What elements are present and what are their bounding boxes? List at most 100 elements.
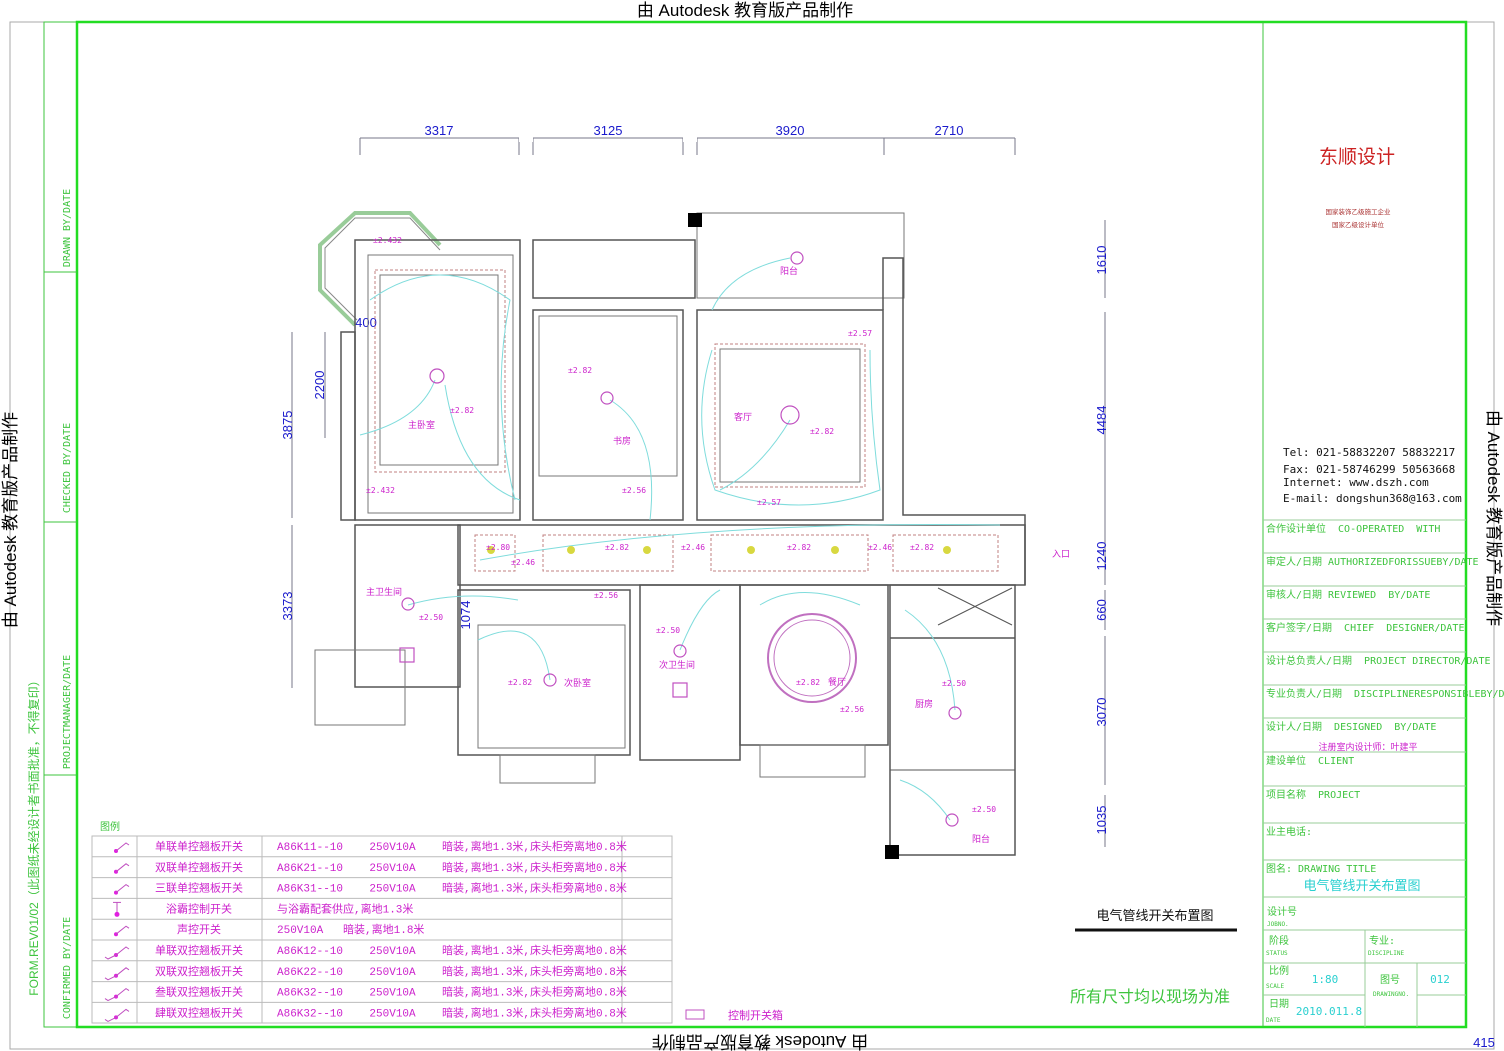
room-balcony-bottom: 阳台 (972, 833, 990, 845)
legend-item-spec: 250V10A 暗装,离地1.8米 (277, 922, 424, 937)
dim-top-4: 2710 (935, 123, 964, 138)
svg-text:±2.82: ±2.82 (450, 406, 474, 415)
watermark-left: 由 Autodesk 教育版产品制作 (1, 412, 20, 628)
dim-right-1: 1610 (1094, 246, 1109, 275)
single-gang-switch-icon (114, 842, 130, 853)
dim-left-3875: 3875 (280, 411, 295, 440)
room-entrance: 入口 (1052, 549, 1070, 560)
bay-window (318, 211, 442, 327)
dim-top-2: 3125 (594, 123, 623, 138)
dim-left-400: 400 (355, 315, 377, 330)
title-block-row-label: 客户签字/日期 CHIEF DESIGNER/DATE (1266, 621, 1464, 634)
top-dimensions: 3317 3125 3920 2710 (359, 123, 1016, 155)
bath-heater-switch-icon (113, 901, 121, 917)
title-block-row-label: 专业负责人/日期 DISCIPLINERESPONSIBLEBY/DATE (1266, 687, 1504, 700)
legend-item-spec: A86K22--10 250V10A 暗装,离地1.3米,床头柜旁离地0.8米 (277, 964, 627, 979)
watermark-right: 由 Autodesk 教育版产品制作 (1484, 410, 1503, 626)
svg-text:DATE: DATE (1266, 1017, 1281, 1024)
double-gang-switch-icon (114, 863, 130, 874)
dim-right-5: 3070 (1094, 698, 1109, 727)
page-number: 415 (1473, 1035, 1495, 1050)
double-gang-2way-switch-icon (104, 967, 130, 981)
scale-value: 1:80 (1312, 973, 1339, 986)
confirmed-by-label: CONFIRMED BY/DATE (62, 917, 73, 1019)
control-box-icon (685, 1009, 705, 1020)
legend-item-name: 双联单控翘板开关 (155, 860, 243, 874)
master-bath-walls (354, 524, 461, 688)
svg-text:国家乙级设计单位: 国家乙级设计单位 (1332, 220, 1385, 229)
title-block-row-label: 合作设计单位 CO-OPERATED WITH (1266, 522, 1440, 535)
drawing-number: 012 (1430, 973, 1450, 986)
svg-text:±2.56: ±2.56 (594, 591, 618, 600)
living-walls (696, 309, 884, 521)
title-block-row-label: 项目名称 PROJECT (1266, 788, 1360, 801)
study-walls (532, 309, 684, 521)
svg-text:专业:: 专业: (1369, 934, 1395, 947)
title-block-row-label: 设计总负责人/日期 PROJECT DIRECTOR/DATE (1266, 654, 1491, 667)
room-living: 客厅 (734, 411, 752, 423)
title-block-row-label: 设计人/日期 DESIGNED BY/DATE (1266, 720, 1436, 733)
svg-text:图号: 图号 (1380, 974, 1400, 986)
copyright-notice: FORM.REV01/02（此图纸未经设计者书面批准，不得复印） (26, 674, 41, 995)
svg-text:±2.50: ±2.50 (656, 626, 680, 635)
balcony-top-walls (696, 212, 905, 299)
svg-text:STATUS: STATUS (1266, 950, 1288, 957)
svg-text:JOBNO.: JOBNO. (1267, 921, 1289, 928)
svg-text:±2.46: ±2.46 (681, 543, 705, 552)
floor-plan (314, 211, 1026, 859)
dining-walls (739, 584, 889, 746)
svg-text:±2.50: ±2.50 (419, 613, 443, 622)
legend-table (91, 835, 673, 1024)
svg-text:±2.80: ±2.80 (486, 543, 510, 552)
svg-text:DISCIPLINE: DISCIPLINE (1368, 950, 1405, 957)
legend-item-name: 浴霸控制开关 (166, 901, 232, 915)
watermark-bottom: 由 Autodesk 教育版产品制作 (652, 1032, 868, 1051)
right-dimensions: 1610 4484 1240 660 3070 1035 (1094, 220, 1109, 847)
legend-item-name: 单联双控翘板开关 (155, 943, 243, 957)
dim-top-3: 3920 (776, 123, 805, 138)
svg-text:±2.82: ±2.82 (796, 678, 820, 687)
dim-left-2200: 2200 (312, 371, 327, 400)
room-master-bath: 主卫生间 (366, 586, 402, 598)
fax: Fax: 021-58746299 50563668 (1283, 463, 1455, 476)
legend-item-name: 单联单控翘板开关 (155, 839, 243, 853)
legend-item-spec: A86K32--10 250V10A 暗装,离地1.3米,床头柜旁离地0.8米 (277, 985, 627, 1000)
title-block-row-label: 审核人/日期 REVIEWED BY/DATE (1266, 588, 1430, 601)
room-second-bath: 次卫生间 (659, 659, 695, 671)
svg-text:±2.432: ±2.432 (373, 236, 402, 245)
svg-text:阶段: 阶段 (1269, 934, 1289, 947)
title-block-row-label: 图名: DRAWING TITLE (1266, 862, 1376, 875)
legend-title: 图例 (100, 820, 120, 833)
svg-text:±2.56: ±2.56 (622, 486, 646, 495)
internet: Internet: www.dszh.com (1283, 476, 1429, 489)
dim-left-1074: 1074 (458, 601, 473, 630)
dim-left-3373: 3373 (280, 592, 295, 621)
frame-inner (75, 20, 1468, 1029)
legend-item-name: 叁联双控翘板开关 (155, 985, 243, 999)
svg-text:日期: 日期 (1269, 998, 1289, 1010)
svg-text:设计号: 设计号 (1267, 905, 1297, 918)
svg-text:±2.432: ±2.432 (366, 486, 395, 495)
elevation-marks: ±2.432 ±2.82 ±2.432 ±2.82 ±2.56 ±2.57 ±2… (366, 236, 996, 814)
svg-text:比例: 比例 (1269, 964, 1289, 977)
svg-text:±2.50: ±2.50 (942, 679, 966, 688)
room-dining: 餐厅 (828, 676, 846, 688)
left-dimensions: 400 2200 3875 3373 1074 (280, 315, 473, 688)
email: E-mail: dongshun368@163.com (1283, 492, 1462, 505)
triple-gang-switch-icon (114, 883, 130, 895)
svg-text:±2.57: ±2.57 (848, 329, 872, 338)
sound-switch-icon (114, 925, 130, 937)
legend-item-spec: 与浴霸配套供应,离地1.3米 (277, 901, 413, 916)
title-block-row-label: 业主电话: (1266, 825, 1312, 838)
legend-item-name: 声控开关 (177, 922, 221, 936)
svg-text:±2.82: ±2.82 (810, 427, 834, 436)
title-block: 东顺设计 国家装饰乙级施工企业 国家乙级设计单位 Tel: 021-588322… (1262, 22, 1504, 1027)
dim-right-4: 660 (1094, 599, 1109, 621)
dim-right-6: 1035 (1094, 806, 1109, 835)
svg-text:±2.50: ±2.50 (972, 805, 996, 814)
title-block-row-label: 建设单位 CLIENT (1266, 754, 1354, 767)
svg-text:±2.82: ±2.82 (787, 543, 811, 552)
drawing-title: 电气管线开关布置图 (1303, 878, 1420, 894)
